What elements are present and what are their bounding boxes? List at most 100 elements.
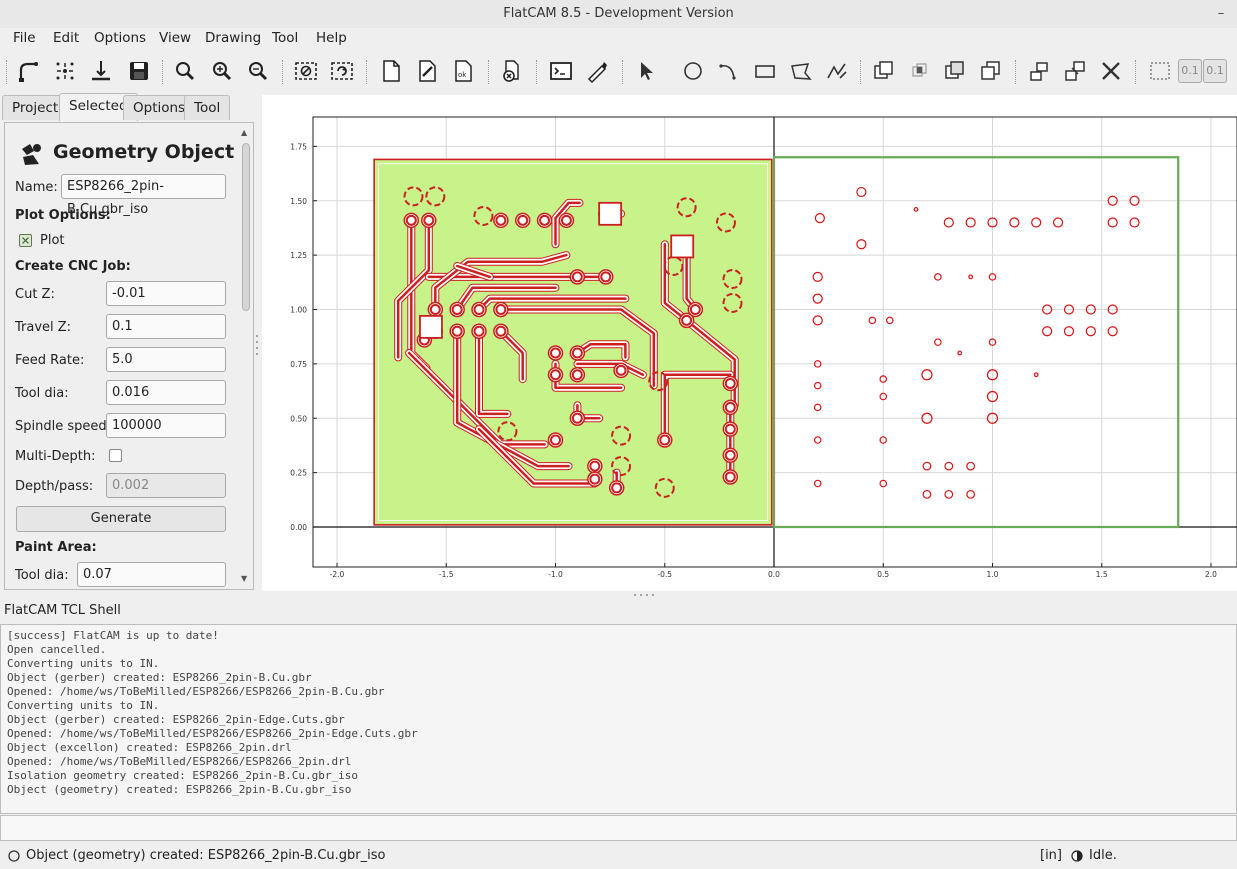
drill-hole — [1085, 326, 1096, 337]
ok-document-icon[interactable]: ok — [450, 58, 476, 84]
clear-plot-icon[interactable] — [293, 58, 319, 84]
delete-object-icon[interactable] — [498, 58, 524, 84]
vertical-splitter-handle[interactable] — [255, 330, 259, 360]
trace-copper — [499, 330, 524, 381]
zoom-fit-icon[interactable] — [172, 58, 198, 84]
tab-tool[interactable]: Tool — [184, 95, 231, 120]
copy-shape-icon[interactable] — [1026, 58, 1052, 84]
zoom-in-icon[interactable] — [209, 58, 235, 84]
subtraction-icon[interactable] — [942, 58, 968, 84]
pad-copper — [600, 271, 612, 283]
main-toolbar: ok — [0, 52, 1237, 92]
drill-hole — [944, 461, 954, 471]
board-outline-inner — [378, 163, 768, 521]
minimize-button[interactable]: – — [1217, 6, 1225, 21]
path-icon[interactable] — [824, 58, 850, 84]
panel-scrollbar[interactable]: ▲ ▼ — [240, 125, 252, 587]
menu-help[interactable]: Help — [316, 30, 347, 46]
y-tick-label: 1.75 — [290, 142, 307, 151]
open-gerber-icon[interactable] — [16, 58, 42, 84]
spindle-speed-label: Spindle speed: — [15, 419, 112, 434]
pad-thermal — [722, 292, 743, 313]
delete-shape-icon[interactable] — [1098, 58, 1124, 84]
shell-title: FlatCAM TCL Shell — [4, 603, 121, 618]
tcl-shell-icon[interactable] — [548, 58, 574, 84]
polygon-icon[interactable] — [788, 58, 814, 84]
notebook-tabs: Project Selected Options Tool — [0, 93, 262, 121]
generate-button[interactable]: Generate — [16, 506, 226, 532]
replot-icon[interactable] — [329, 58, 355, 84]
scroll-up-icon[interactable]: ▲ — [241, 128, 248, 137]
pad-thermal — [663, 256, 684, 276]
cut-z-input[interactable]: -0.01 — [106, 281, 226, 306]
feed-rate-input[interactable]: 5.0 — [106, 347, 226, 372]
snap-value-1[interactable]: 0.1 — [1178, 59, 1202, 83]
spindle-speed-input[interactable]: 100000 — [106, 413, 226, 438]
save-icon[interactable] — [126, 58, 152, 84]
horizontal-splitter-handle[interactable] — [632, 593, 658, 597]
new-document-icon[interactable] — [378, 58, 404, 84]
drill-hole — [986, 412, 999, 424]
pad-copper — [473, 325, 485, 337]
drill-hole — [966, 461, 976, 471]
edge-cuts-outline — [772, 156, 1180, 529]
shell-line: Object (geometry) created: ESP8266_2pin-… — [7, 783, 352, 796]
multi-depth-checkbox[interactable] — [109, 449, 122, 462]
paint-tool-dia-input[interactable]: 0.07 — [77, 562, 226, 587]
depth-pass-label: Depth/pass: — [15, 479, 94, 494]
measure-icon[interactable] — [584, 58, 610, 84]
edit-document-icon[interactable] — [414, 58, 440, 84]
pcb-board — [373, 156, 1180, 529]
y-tick-label: 0.75 — [290, 360, 307, 369]
drill-hole — [1063, 304, 1075, 315]
pad-copper — [724, 449, 736, 461]
menu-options[interactable]: Options — [94, 30, 147, 46]
drill-hole — [813, 403, 822, 412]
shell-input[interactable] — [0, 815, 1237, 841]
circle-icon[interactable] — [680, 58, 706, 84]
plot-checkbox[interactable] — [19, 234, 32, 247]
menu-drawing[interactable]: Drawing — [205, 30, 262, 46]
drill-hole — [987, 217, 998, 228]
svg-text:ok: ok — [458, 71, 467, 79]
union-icon[interactable] — [871, 58, 897, 84]
trace-copper — [477, 330, 509, 416]
pad-copper — [571, 347, 583, 359]
select-pointer-icon[interactable] — [634, 58, 660, 84]
menu-file[interactable]: File — [13, 30, 36, 46]
travel-z-label: Travel Z: — [15, 320, 72, 335]
rectangle-icon[interactable] — [752, 58, 778, 84]
drill-hole — [879, 392, 888, 401]
drill-hole — [966, 489, 976, 499]
zoom-out-icon[interactable] — [245, 58, 271, 84]
travel-z-input[interactable]: 0.1 — [106, 314, 226, 339]
scroll-thumb[interactable] — [242, 143, 250, 311]
open-gcode-icon[interactable] — [88, 58, 114, 84]
drill-hole — [1009, 217, 1020, 228]
menu-tool[interactable]: Tool — [272, 30, 299, 46]
shell-line: Object (gerber) created: ESP8266_2pin-Ed… — [7, 713, 345, 726]
drill-hole — [1129, 217, 1140, 228]
snap-grid-icon[interactable] — [1147, 58, 1173, 84]
intersection-icon[interactable] — [907, 58, 933, 84]
move-shape-icon[interactable] — [1062, 58, 1088, 84]
pad-copper — [689, 304, 701, 315]
arc-icon[interactable] — [716, 58, 742, 84]
cut-path-icon[interactable] — [978, 58, 1004, 84]
drill-hole — [812, 315, 823, 326]
tcl-shell-output[interactable]: [success] FlatCAM is up to date! Open ca… — [0, 624, 1237, 814]
drill-hole — [813, 479, 822, 488]
drill-hole — [879, 375, 888, 383]
scroll-down-icon[interactable]: ▼ — [241, 574, 248, 583]
snap-value-2[interactable]: 0.1 — [1203, 59, 1227, 83]
open-excellon-icon[interactable] — [52, 58, 78, 84]
drill-holes — [812, 186, 1140, 499]
pad-square — [598, 201, 623, 226]
tab-options[interactable]: Options — [123, 95, 196, 120]
name-input[interactable]: ESP8266_2pin-B.Cu.gbr_iso — [61, 174, 226, 217]
menu-view[interactable]: View — [159, 30, 192, 46]
tool-dia-input[interactable]: 0.016 — [106, 380, 226, 405]
menu-edit[interactable]: Edit — [53, 30, 80, 46]
